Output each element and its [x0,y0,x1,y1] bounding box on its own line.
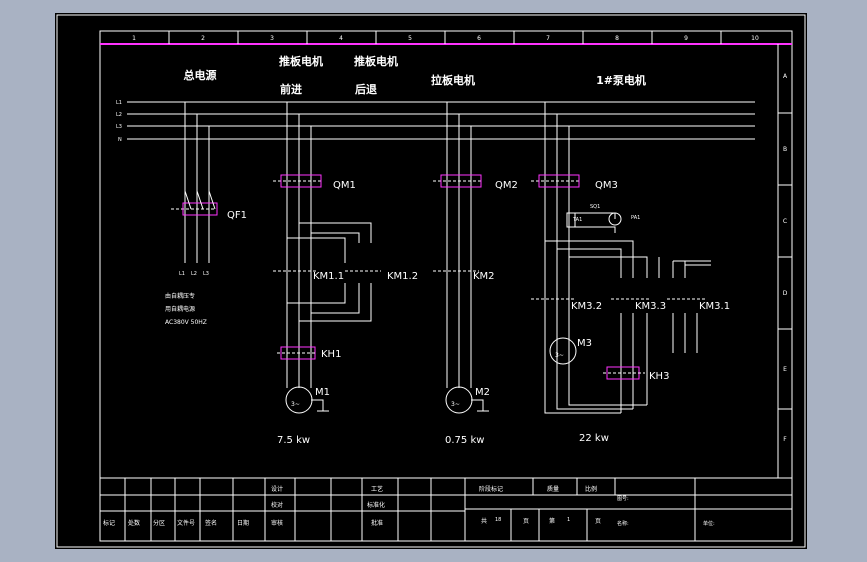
tb-check: 校对 [271,501,283,509]
bus-label: L3 [116,124,122,130]
tb-unit: 单位: [703,520,715,527]
pa1-ammeter [608,212,622,226]
header-pump-motor: 1#泵电机 [596,73,646,87]
tb-signature: 签名 [205,519,217,527]
column-number: 2 [201,35,205,42]
tb-date: 日期 [237,519,249,527]
header-pull-motor: 拉板电机 [431,73,475,87]
tb-review: 审核 [271,519,283,527]
ta1-label: TA1 [572,217,582,223]
column-number: 6 [477,35,481,42]
tb-name: 名称: [617,520,629,527]
bus-label: N [118,137,122,143]
m1-motor-symbol [285,386,313,414]
header-pusher-back: 推板电机 [354,54,398,68]
m3-label: M3 [577,338,592,349]
qf1-output: L2 [191,271,197,277]
tb-sheet-label: 第 [549,517,555,525]
qf1-output: L1 [179,271,185,277]
qf1-output: L3 [203,271,209,277]
tb-drawing-no: 图号: [617,496,629,502]
tb-sheet-value: 1 [567,517,570,523]
qm3-label: QM3 [595,180,618,191]
header-forward: 前进 [280,82,302,96]
tb-zone: 分区 [153,519,165,527]
tb-total-label: 共 [481,517,487,525]
km31-label: KM3.1 [699,301,730,312]
branch-pump-motor: QM3 TA1 SQ1 PA1 KM3.2 KM3.3 KM3.1 3~ M3 [531,102,730,444]
tb-process: 工艺 [371,485,383,493]
column-number: 3 [270,35,274,42]
row-letter: D [783,290,788,297]
note-line: AC380V 50HZ [165,319,207,326]
header-main-power: 总电源 [184,68,217,82]
pa1-label: PA1 [631,215,640,221]
tb-weight: 质量 [547,485,559,493]
qm2-label: QM2 [495,180,518,191]
m1-power: 7.5 kw [277,435,310,446]
tb-total-value: 18 [495,517,501,523]
m1-label: M1 [315,387,330,398]
title-block: 设计 校对 审核 工艺 标准化 批准 阶段标记 质量 比例 共 18 页 第 1… [100,477,792,541]
column-number: 8 [615,35,619,42]
m2-power: 0.75 kw [445,435,484,446]
row-letter: C [783,218,787,225]
m2-label: M2 [475,387,490,398]
m3-phase: 3~ [555,352,564,359]
power-bus: L1 L2 L3 N [116,100,755,143]
column-ruler: 1 2 3 4 5 6 7 8 9 10 [100,31,792,45]
tb-standard: 标准化 [367,501,385,509]
km2-label: KM2 [473,271,495,282]
kh1-label: KH1 [321,349,341,360]
tb-design: 设计 [271,485,283,493]
note-line: 用自耦电源 [165,305,195,313]
tb-sheet-unit: 页 [595,518,601,525]
km32-label: KM3.2 [571,301,602,312]
sq1-label: SQ1 [590,204,600,210]
inner-border [99,30,793,542]
branch-pusher-motor: QM1 KM1.1 KM1.2 KH1 3~ M1 7.5 kw [273,102,418,446]
drawing-sheet: 1 2 3 4 5 6 7 8 9 10 A B C D E F 总电源 推板电… [55,13,807,549]
qm1-label: QM1 [333,180,356,191]
km33-label: KM3.3 [635,301,666,312]
km11-label: KM1.1 [313,271,344,282]
m3-motor-symbol [549,337,577,365]
bus-label: L2 [116,112,122,118]
outer-border [56,14,806,548]
tb-stage-mark: 阶段标记 [479,485,503,493]
row-letter: A [783,73,788,80]
m2-phase: 3~ [451,401,460,408]
qf1-label: QF1 [227,210,247,221]
m1-phase: 3~ [291,401,300,408]
column-number: 1 [132,35,136,42]
tb-count: 处数 [128,519,140,527]
schematic-canvas: 1 2 3 4 5 6 7 8 9 10 A B C D E F 总电源 推板电… [56,14,806,548]
kh3-label: KH3 [649,371,669,382]
km12-label: KM1.2 [387,271,418,282]
row-letter: F [783,436,787,443]
branch-pull-motor: QM2 KM2 3~ M2 0.75 kw [433,102,518,446]
tb-approve: 批准 [371,519,383,527]
tb-page-unit: 页 [523,518,529,525]
column-number: 10 [751,35,759,42]
row-letter: E [783,366,787,373]
header-back: 后退 [355,82,377,96]
tb-mark: 标记 [103,519,115,527]
column-number: 7 [546,35,550,42]
column-number: 5 [408,35,412,42]
header-pusher-forward: 推板电机 [279,54,323,68]
m2-motor-symbol [445,386,473,414]
column-number: 9 [684,35,688,42]
row-letter: B [783,146,787,153]
tb-doc-no: 文件号 [177,519,195,527]
qf1-breaker: QF1 L1 L2 L3 [171,102,247,277]
note-line: 由自耦压专 [165,292,195,300]
m3-power: 22 kw [579,433,609,444]
column-number: 4 [339,35,343,42]
tb-scale: 比例 [585,485,597,493]
row-ruler: A B C D E F [777,44,792,478]
bus-label: L1 [116,100,122,106]
